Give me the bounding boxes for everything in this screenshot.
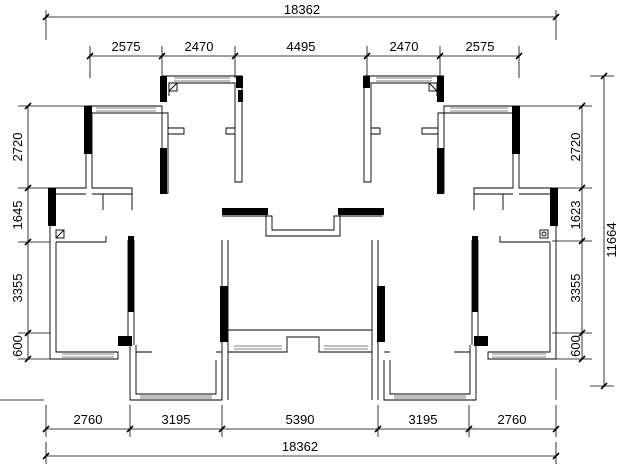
left-segment-3: 3355 bbox=[10, 274, 25, 303]
right-dimension-chain: 2720 1623 3355 600 11664 bbox=[519, 72, 619, 400]
top-overall-dimension: 18362 bbox=[284, 2, 320, 17]
left-dimension-chain: 2720 1645 3355 600 bbox=[0, 102, 86, 401]
left-segment-1: 2720 bbox=[10, 133, 25, 162]
bottom-segment-4: 3195 bbox=[409, 412, 438, 427]
bottom-dimension-chain: 2760 3195 5390 3195 2760 18362 bbox=[42, 405, 560, 464]
bottom-segment-5: 2760 bbox=[498, 412, 527, 427]
wall-outline bbox=[49, 75, 557, 401]
corner-fixtures bbox=[55, 82, 549, 239]
top-segment-4: 2470 bbox=[390, 39, 419, 54]
top-dimension-chain: 18362 2575 2470 4495 2470 2575 bbox=[42, 2, 560, 78]
top-segment-2: 2470 bbox=[185, 39, 214, 54]
top-segment-1: 2575 bbox=[112, 39, 141, 54]
left-segment-2: 1645 bbox=[10, 201, 25, 230]
bottom-segment-3: 5390 bbox=[286, 412, 315, 427]
right-segment-3: 3355 bbox=[568, 274, 583, 303]
top-segment-3: 4495 bbox=[287, 39, 316, 54]
right-overall-dimension: 11664 bbox=[604, 222, 619, 257]
bottom-overall-dimension: 18362 bbox=[282, 439, 318, 454]
bottom-segment-1: 2760 bbox=[74, 412, 103, 427]
right-segment-4: 600 bbox=[568, 335, 583, 357]
structural-columns bbox=[48, 76, 558, 346]
right-segment-2: 1623 bbox=[568, 201, 583, 230]
window-lines bbox=[62, 77, 546, 399]
bottom-segment-2: 3195 bbox=[162, 412, 191, 427]
right-segment-1: 2720 bbox=[568, 133, 583, 162]
top-segment-5: 2575 bbox=[466, 39, 495, 54]
left-segment-4: 600 bbox=[10, 335, 25, 357]
